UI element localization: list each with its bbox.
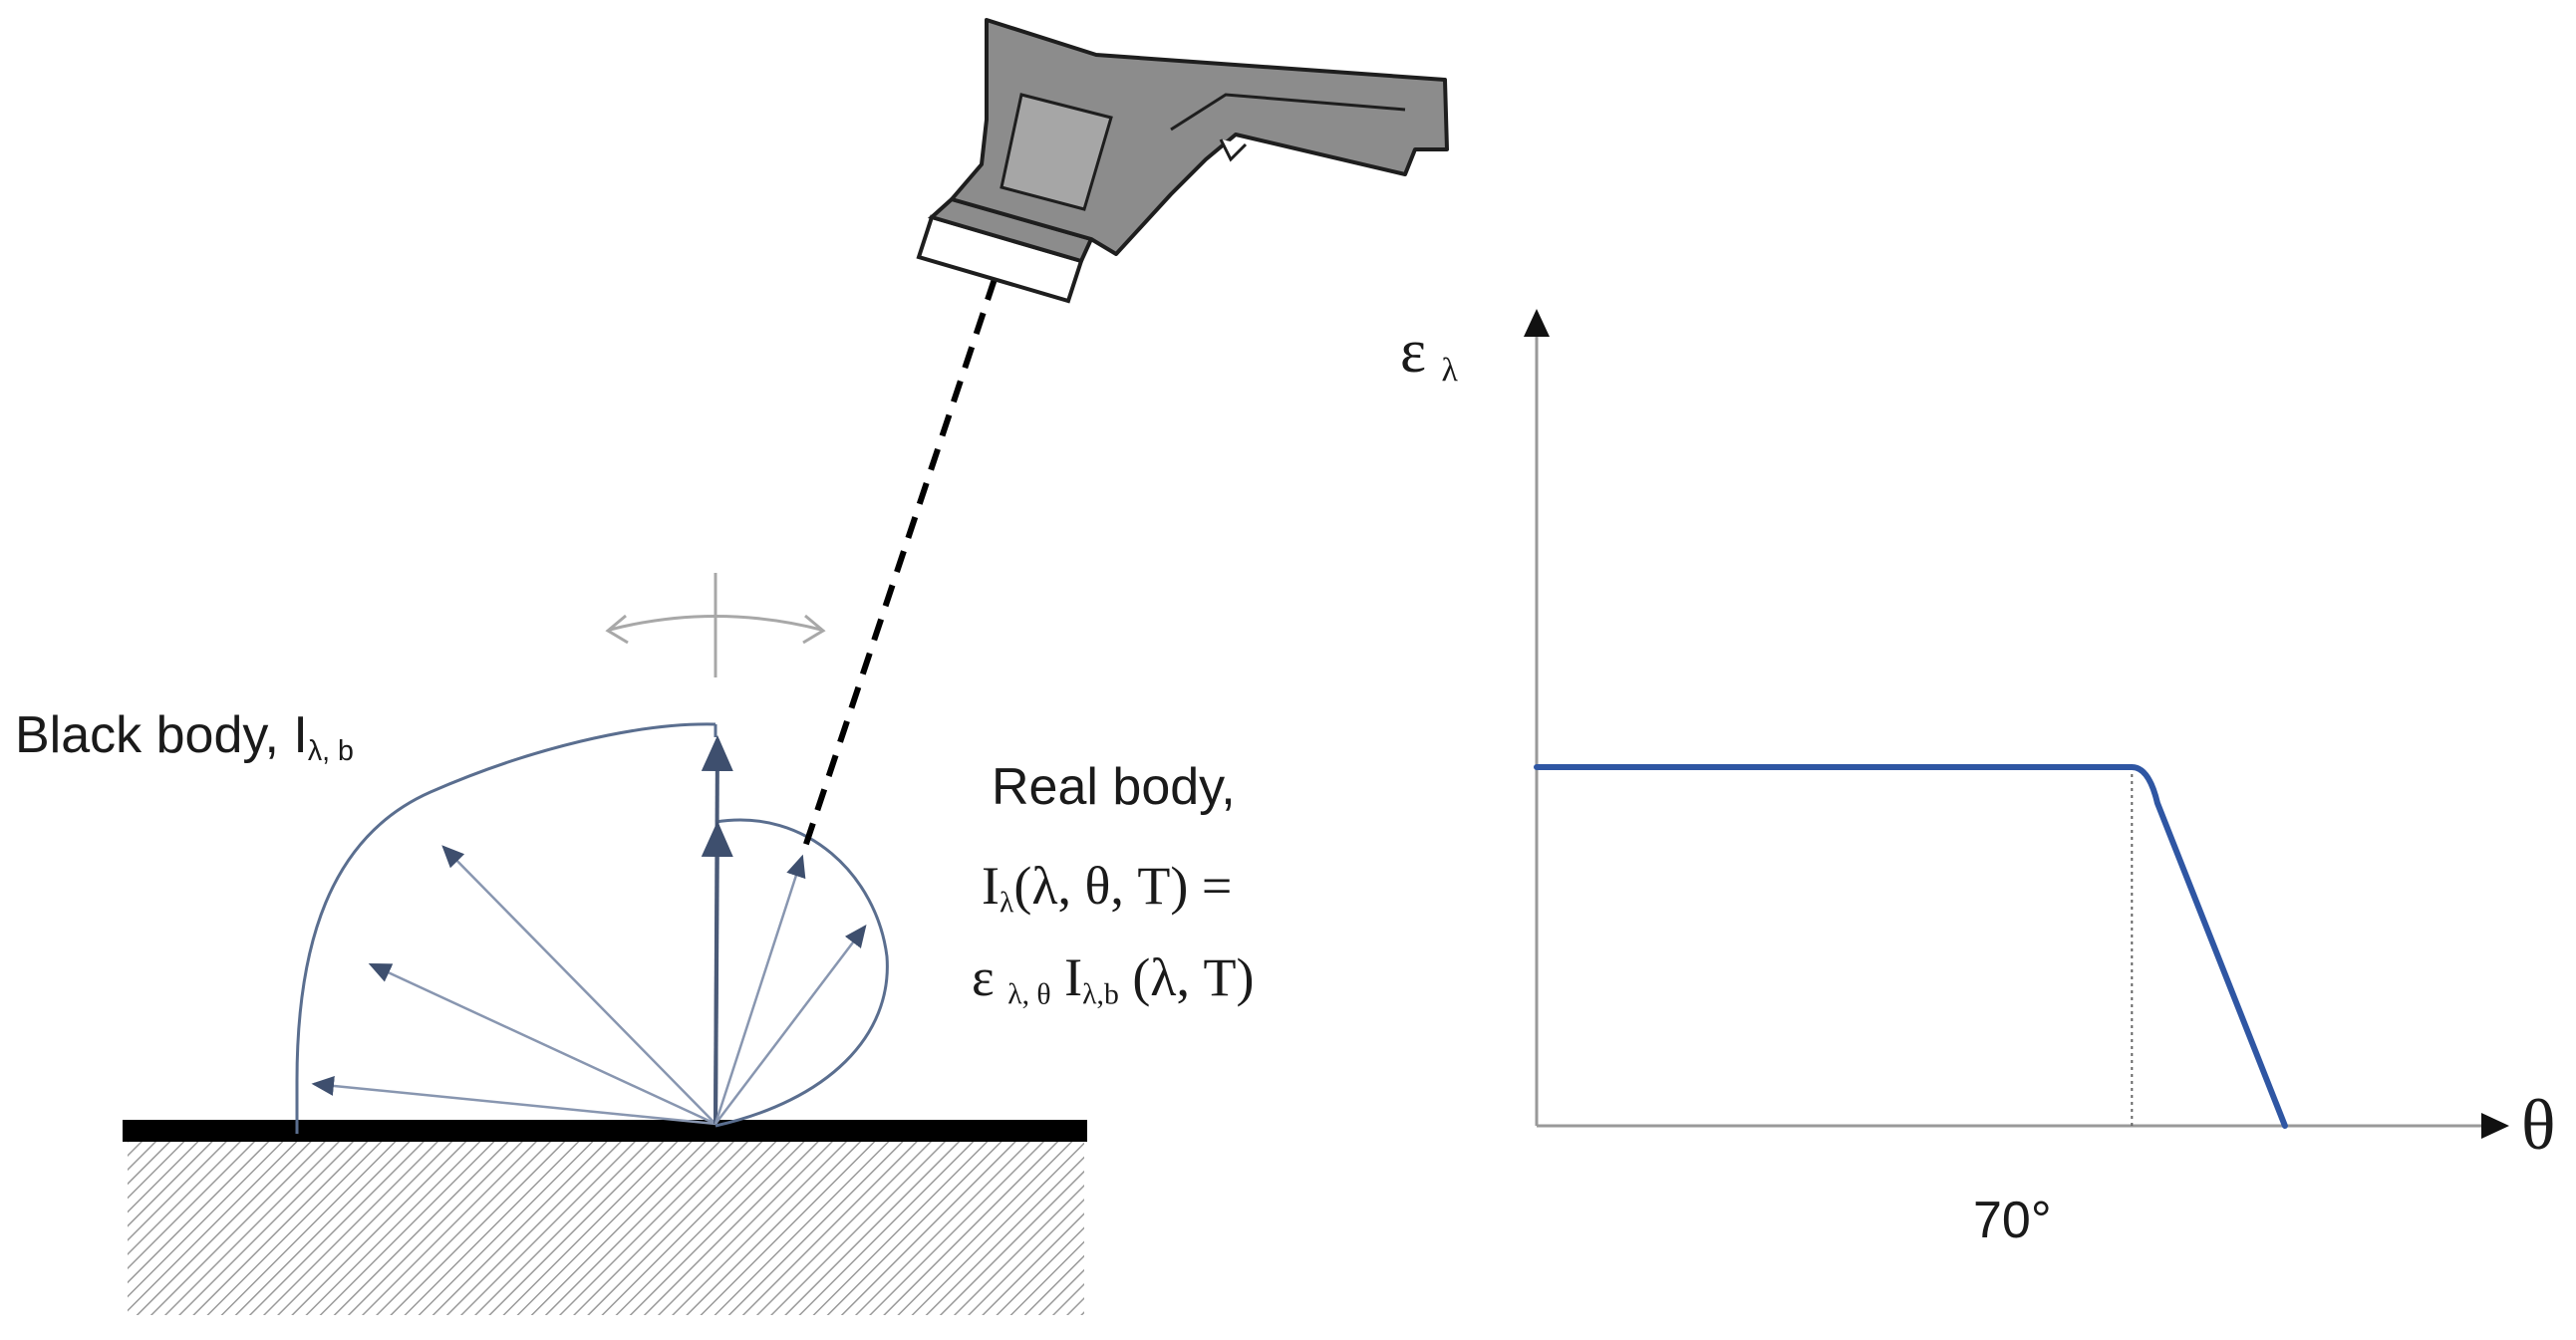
blackbody-intensity-args: (λ, T)	[1132, 947, 1255, 1007]
black-body-label: Black body, Iλ, b	[15, 705, 354, 768]
emissivity-symbol: ε	[972, 947, 995, 1007]
radiation-rays	[311, 735, 867, 1126]
x-tick-label-70: 70°	[1973, 1192, 2052, 1249]
measurement-beam	[802, 278, 998, 848]
real-body-lobe	[715, 818, 889, 1128]
emissivity-subscript: λ, θ	[1007, 978, 1051, 1011]
black-body-hemisphere	[295, 722, 716, 1134]
blackbody-intensity-subscript: λ,b	[1082, 978, 1119, 1011]
rotation-arrows-icon	[605, 573, 826, 677]
y-axis-label-subscript: λ	[1441, 352, 1459, 390]
real-body-label-text: Real body,	[992, 758, 1236, 816]
real-body-intensity-symbol: I	[982, 856, 1000, 916]
radiation-ray	[311, 1076, 716, 1126]
real-body-equation-line1: Iλ(λ, θ, T) =	[982, 855, 1232, 920]
infrared-thermometer-icon	[916, 18, 1449, 304]
real-body-label: Real body,	[992, 757, 1236, 817]
radiation-ray	[714, 854, 806, 1125]
y-axis-label-symbol: ε	[1400, 318, 1427, 386]
surface-line	[123, 1120, 1087, 1142]
ground-hatch	[128, 1136, 1084, 1315]
black-body-label-text: Black body,	[15, 706, 279, 764]
x-axis-label: θ	[2521, 1085, 2556, 1165]
y-axis-label: ε λ	[1400, 317, 1458, 391]
emissivity-curve	[1534, 764, 2288, 1129]
y-axis-arrowhead	[1524, 309, 1550, 337]
real-body-intensity-args: (λ, θ, T) =	[1013, 856, 1233, 916]
blackbody-intensity-symbol: I	[1064, 947, 1083, 1007]
radiation-ray	[715, 925, 867, 1125]
black-body-intensity-subscript: λ, b	[307, 735, 354, 767]
real-body-equation-line2: ε λ, θ Iλ,b (λ, T)	[972, 946, 1254, 1011]
black-body-intensity-symbol: I	[293, 706, 308, 764]
emissivity-chart	[1524, 309, 2509, 1139]
radiation-ray	[701, 821, 733, 1125]
radiation-ray	[368, 962, 716, 1126]
x-axis-arrowhead	[2481, 1113, 2509, 1139]
real-body-intensity-subscript: λ	[999, 887, 1014, 920]
radiation-ray	[441, 845, 716, 1125]
